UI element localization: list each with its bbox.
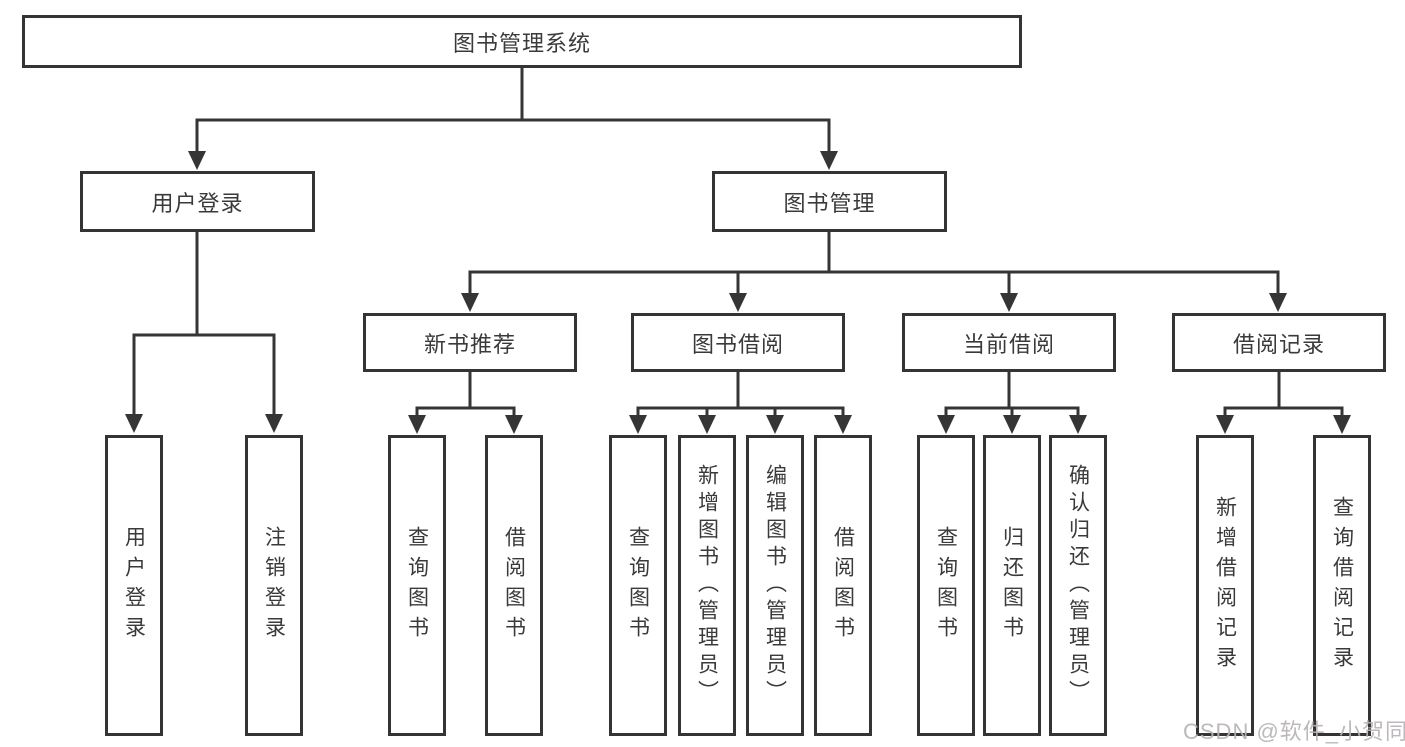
leaf-query-books-2: 查询图书	[609, 435, 667, 736]
leaf-edit-books-admin: 编辑图书（管理员）	[746, 435, 804, 736]
leaf-confirm-return-admin: 确认归还（管理员）	[1049, 435, 1107, 736]
leaf-logout: 注销登录	[245, 435, 303, 736]
node-new-book-recommend: 新书推荐	[363, 313, 577, 372]
leaf-query-borrow-record: 查询借阅记录	[1313, 435, 1371, 736]
csdn-watermark: CSDN @软件_小贺同学	[1183, 719, 1405, 744]
leaf-query-books-3: 查询图书	[917, 435, 975, 736]
leaf-return-books: 归还图书	[983, 435, 1041, 736]
node-current-borrowing: 当前借阅	[902, 313, 1116, 372]
leaf-add-books-admin: 新增图书（管理员）	[678, 435, 736, 736]
leaf-query-books-1: 查询图书	[388, 435, 446, 736]
leaf-user-login: 用户登录	[105, 435, 163, 736]
leaf-borrow-books-2: 借阅图书	[814, 435, 872, 736]
node-book-management-branch: 图书管理	[712, 171, 947, 232]
node-borrowing-records: 借阅记录	[1172, 313, 1386, 372]
leaf-borrow-books-1: 借阅图书	[485, 435, 543, 736]
node-library-management-system: 图书管理系统	[22, 15, 1022, 68]
node-book-borrowing: 图书借阅	[631, 313, 845, 372]
leaf-add-borrow-record: 新增借阅记录	[1196, 435, 1254, 736]
node-user-login-branch: 用户登录	[80, 171, 315, 232]
